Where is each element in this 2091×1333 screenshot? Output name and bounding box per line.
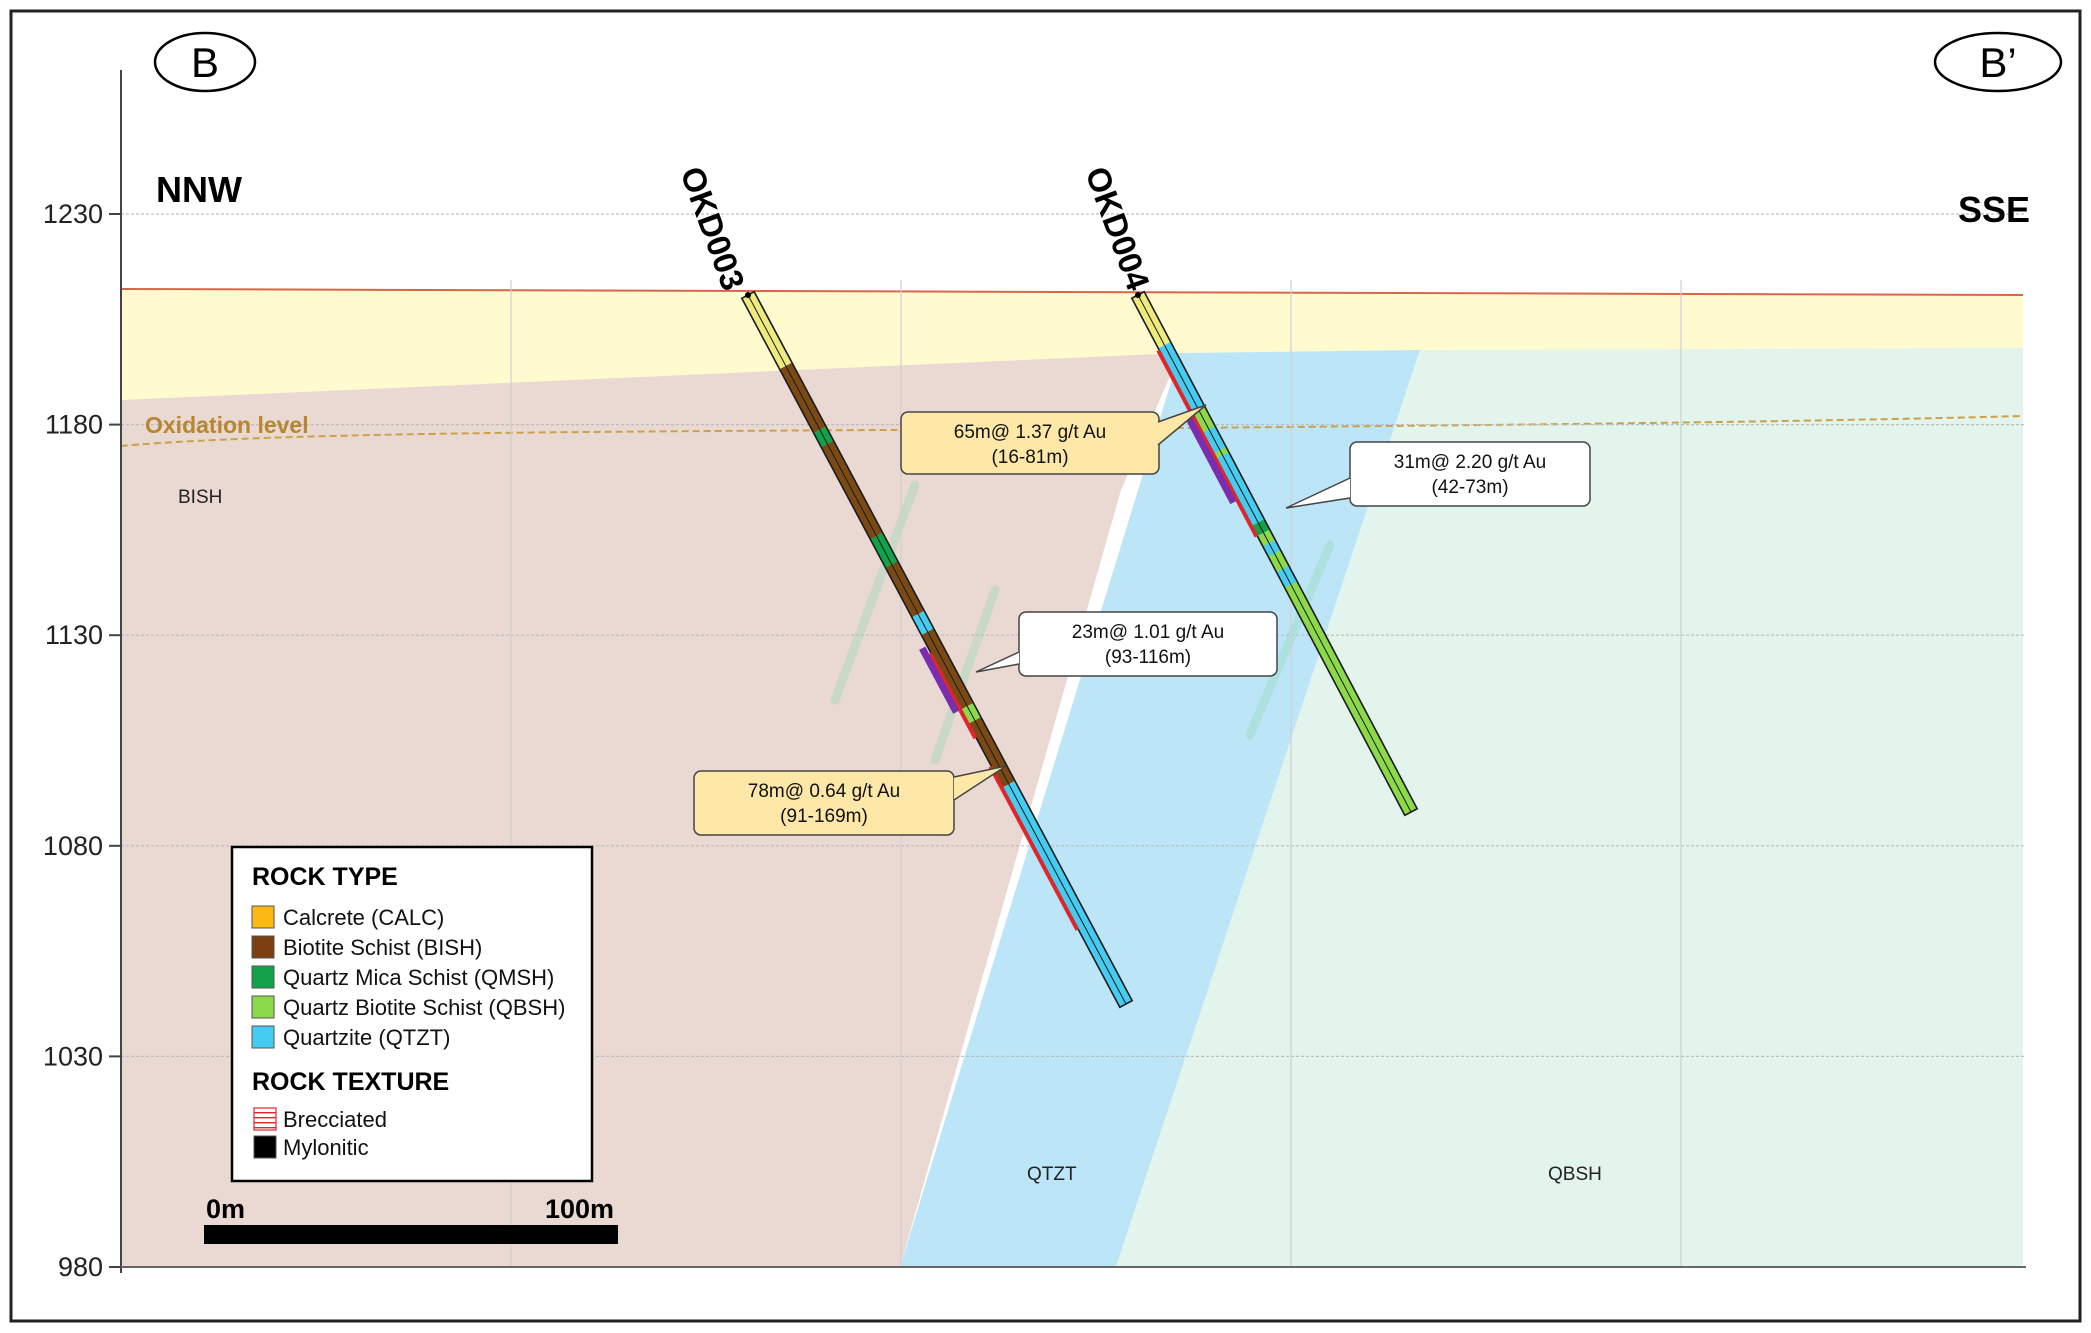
callout-tail bbox=[975, 651, 1020, 673]
legend-rock-type-label: Quartzite (QTZT) bbox=[283, 1025, 450, 1050]
callout-interval-text: (91-169m) bbox=[780, 806, 868, 827]
scale-bar: 0m 100m bbox=[204, 1194, 618, 1244]
scale-bar-rect bbox=[204, 1225, 618, 1244]
direction-right: SSE bbox=[1958, 189, 2030, 230]
callout-grade-text: 23m@ 1.01 g/t Au bbox=[1072, 622, 1224, 643]
legend-rock-types: Calcrete (CALC) Biotite Schist (BISH) Quar… bbox=[251, 905, 565, 1050]
y-tick-label: 980 bbox=[58, 1252, 103, 1282]
legend-rock-type-title: ROCK TYPE bbox=[252, 863, 398, 891]
callout-box bbox=[1349, 441, 1591, 507]
section-marker-end: B’ bbox=[1933, 31, 2063, 93]
unit-labels: BISH QTZT QBSH bbox=[178, 487, 1602, 1185]
scale-bar-start-label: 0m bbox=[206, 1194, 245, 1224]
drillhole-centreline bbox=[747, 294, 1127, 1005]
brecciated-interval bbox=[1156, 349, 1259, 538]
qbsh-zone bbox=[1116, 348, 2023, 1267]
drillholes: OKD003 OKD004 bbox=[673, 162, 1419, 1009]
drillhole-label: OKD004 bbox=[1078, 162, 1157, 296]
callout-grade-text: 78m@ 0.64 g/t Au bbox=[748, 781, 900, 802]
legend-swatch-icon bbox=[251, 905, 275, 929]
drillhole-1 bbox=[1130, 290, 1419, 817]
figure-frame bbox=[9, 9, 2082, 1323]
legend-swatch-icon bbox=[251, 935, 275, 959]
section-marker-start: B bbox=[153, 31, 257, 93]
legend-rock-type-item: Calcrete (CALC) bbox=[251, 905, 444, 930]
brecciated-interval bbox=[988, 765, 1080, 931]
y-tick-label: 1180 bbox=[45, 410, 103, 440]
callout-interval-text: (16-81m) bbox=[991, 447, 1068, 468]
legend-rock-texture-item: Brecciated bbox=[253, 1107, 387, 1132]
legend-rock-type-item: Quartz Mica Schist (QMSH) bbox=[251, 965, 554, 990]
y-tick-label: 1080 bbox=[43, 831, 103, 861]
callout-grade-text: 65m@ 1.37 g/t Au bbox=[954, 422, 1106, 443]
drillhole-0 bbox=[740, 290, 1134, 1009]
legend-rock-type-label: Biotite Schist (BISH) bbox=[283, 935, 482, 960]
section-marker-end-label: B’ bbox=[1979, 39, 2016, 86]
drillhole-collar bbox=[1135, 292, 1141, 298]
section-marker-start-label: B bbox=[191, 39, 219, 86]
legend-swatch-icon bbox=[251, 965, 275, 989]
legend-rock-type-label: Quartz Biotite Schist (QBSH) bbox=[283, 995, 565, 1020]
surface-line bbox=[120, 288, 2024, 296]
intercept-callout-3: 78m@ 0.64 g/t Au (91-169m) bbox=[693, 765, 1007, 836]
legend-rock-type-label: Calcrete (CALC) bbox=[283, 905, 444, 930]
y-tick-label: 1130 bbox=[45, 620, 103, 650]
section-marker-start-ellipse bbox=[153, 31, 257, 93]
callout-box bbox=[693, 770, 955, 836]
scale-bar-end-label: 100m bbox=[545, 1194, 614, 1224]
legend-rock-type-item: Biotite Schist (BISH) bbox=[251, 935, 482, 960]
legend-rock-texture-label: Brecciated bbox=[283, 1107, 387, 1132]
brecciated-interval bbox=[928, 652, 978, 740]
mineralised-interval-bar bbox=[1183, 412, 1237, 505]
legend-box bbox=[230, 845, 594, 1183]
faint-shear-lenses bbox=[830, 480, 1335, 765]
mineralised-interval-bar bbox=[919, 646, 960, 714]
legend-rock-texture-label: Mylonitic bbox=[283, 1135, 369, 1160]
unit-label-bish: BISH bbox=[178, 487, 222, 508]
intercept-callout-0: 65m@ 1.37 g/t Au (16-81m) bbox=[900, 404, 1207, 475]
calcrete-zone bbox=[121, 289, 2023, 400]
brecciated-swatch-icon bbox=[253, 1107, 277, 1131]
legend: ROCK TYPE Calcrete (CALC) Biotite Schist … bbox=[230, 845, 594, 1183]
drillhole-collar bbox=[745, 292, 751, 298]
callout-grade-text: 31m@ 2.20 g/t Au bbox=[1394, 452, 1546, 473]
legend-swatch-icon bbox=[251, 1025, 275, 1049]
oxidation-label: Oxidation level bbox=[145, 412, 309, 438]
callout-interval-text: (93-116m) bbox=[1105, 647, 1191, 668]
legend-rock-type-item: Quartzite (QTZT) bbox=[251, 1025, 450, 1050]
direction-left: NNW bbox=[156, 169, 242, 210]
callout-tail bbox=[1285, 477, 1351, 509]
legend-rock-type-label: Quartz Mica Schist (QMSH) bbox=[283, 965, 554, 990]
callout-tail bbox=[953, 765, 1007, 801]
callout-tail bbox=[1157, 404, 1207, 446]
drillhole-centreline bbox=[1137, 294, 1412, 813]
callout-interval-text: (42-73m) bbox=[1431, 477, 1508, 498]
legend-rock-texture-title: ROCK TEXTURE bbox=[252, 1068, 449, 1096]
legend-rock-type-item: Quartz Biotite Schist (QBSH) bbox=[251, 995, 565, 1020]
drillhole-label: OKD003 bbox=[673, 162, 752, 295]
intercept-callouts: 65m@ 1.37 g/t Au (16-81m) 31m@ 2.20 g/t Au… bbox=[693, 404, 1591, 836]
y-axis: 1230 1180 1130 1080 1030 980 bbox=[43, 70, 2026, 1282]
y-tick-label: 1030 bbox=[43, 1041, 103, 1071]
intercept-callout-2: 23m@ 1.01 g/t Au (93-116m) bbox=[975, 611, 1278, 677]
unit-label-qbsh: QBSH bbox=[1548, 1164, 1602, 1185]
legend-rock-texture-item: Mylonitic bbox=[253, 1135, 369, 1160]
unit-label-qtzt: QTZT bbox=[1027, 1164, 1077, 1185]
intercept-callout-1: 31m@ 2.20 g/t Au (42-73m) bbox=[1285, 441, 1591, 509]
section-marker-end-ellipse bbox=[1933, 31, 2063, 93]
legend-swatch-icon bbox=[251, 995, 275, 1019]
y-tick-label: 1230 bbox=[43, 199, 103, 229]
callout-box bbox=[1018, 611, 1278, 677]
mylonitic-swatch-icon bbox=[253, 1135, 277, 1159]
